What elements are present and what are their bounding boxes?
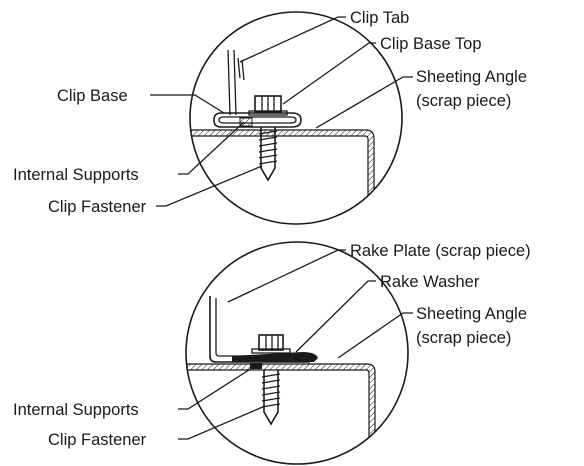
top-sheeting-angle — [190, 129, 375, 224]
bottom-rake-washer — [232, 352, 318, 362]
top-detail-circle — [189, 11, 403, 225]
label-sheeting-angle-note-bottom: (scrap piece) — [416, 329, 511, 347]
label-internal-supports-bottom: Internal Supports — [13, 401, 139, 419]
label-clip-base-top: Clip Base Top — [380, 35, 482, 53]
label-clip-fastener-top: Clip Fastener — [48, 198, 147, 216]
bottom-detail-circle — [185, 241, 409, 465]
label-rake-washer: Rake Washer — [380, 273, 480, 291]
top-detail: Clip Tab Clip Base Top Clip Base Sheetin… — [13, 9, 527, 225]
label-clip-base: Clip Base — [57, 87, 128, 105]
top-clip-base — [213, 112, 302, 128]
label-sheeting-angle-bottom: Sheeting Angle — [416, 305, 527, 323]
top-fastener — [248, 95, 288, 182]
label-clip-tab: Clip Tab — [350, 9, 409, 27]
bottom-detail: Rake Plate (scrap piece) Rake Washer She… — [13, 241, 531, 465]
bottom-fastener — [251, 334, 291, 426]
label-rake-plate: Rake Plate (scrap piece) — [350, 242, 531, 260]
label-clip-fastener-bottom: Clip Fastener — [48, 431, 147, 449]
top-internal-supports — [239, 117, 253, 127]
label-sheeting-angle-note-top: (scrap piece) — [416, 92, 511, 110]
bottom-internal-supports — [250, 363, 262, 369]
label-sheeting-angle-top: Sheeting Angle — [416, 68, 527, 86]
label-internal-supports-top: Internal Supports — [13, 166, 139, 184]
bottom-sheeting-angle — [186, 363, 376, 464]
bottom-rake-plate — [209, 296, 310, 363]
top-clip-tab — [227, 49, 237, 116]
